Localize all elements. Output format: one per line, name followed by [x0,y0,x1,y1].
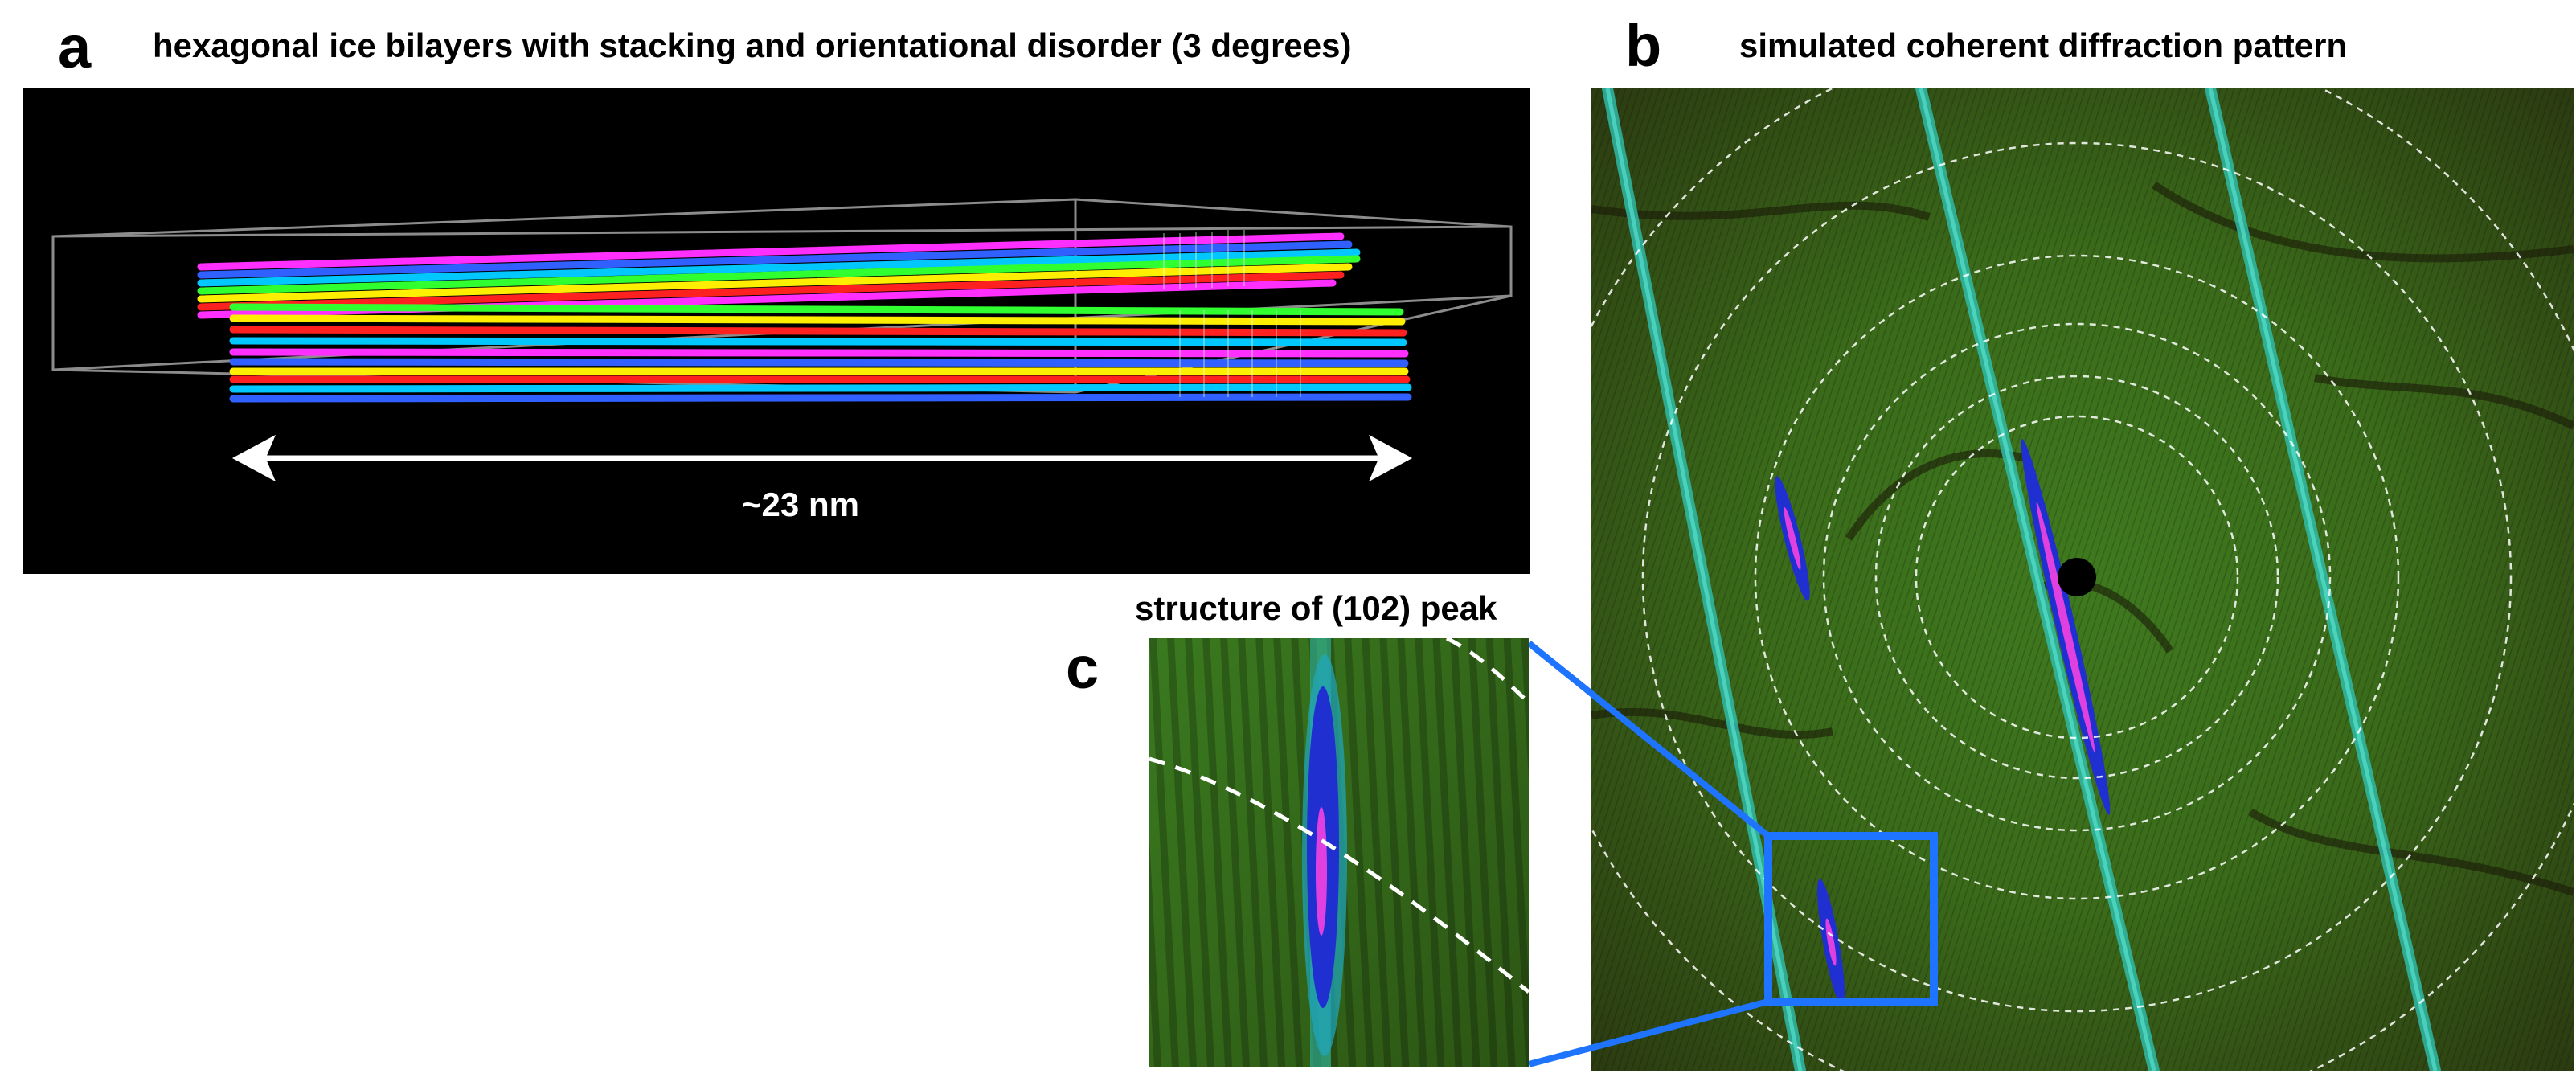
beam-stop [2058,558,2096,596]
diffraction-pattern-image [1591,88,2574,1071]
panel-a-render: ~23 nm [23,88,1530,574]
resolution-ring-arc [1149,756,1529,994]
panel-a-letter: a [58,14,92,80]
resolution-rings [1591,88,2574,1071]
lower-bilayer-stack [229,303,1412,403]
panel-a-title: hexagonal ice bilayers with stacking and… [153,27,1352,64]
molecular-texture [1163,230,1301,397]
scale-label: ~23 nm [742,486,859,523]
panel-b-letter: b [1625,12,1662,79]
panel-c-letter: c [1066,634,1100,701]
zoom-box [1764,832,1938,1006]
bragg-peaks [1775,439,2111,1006]
scale-arrow [231,434,1413,482]
peak-zoom-image [1149,638,1529,1067]
dark-caustics [1591,181,2574,896]
panel-c-title: structure of (102) peak [1135,589,1497,627]
panel-b-title: simulated coherent diffraction pattern [1739,27,2348,64]
